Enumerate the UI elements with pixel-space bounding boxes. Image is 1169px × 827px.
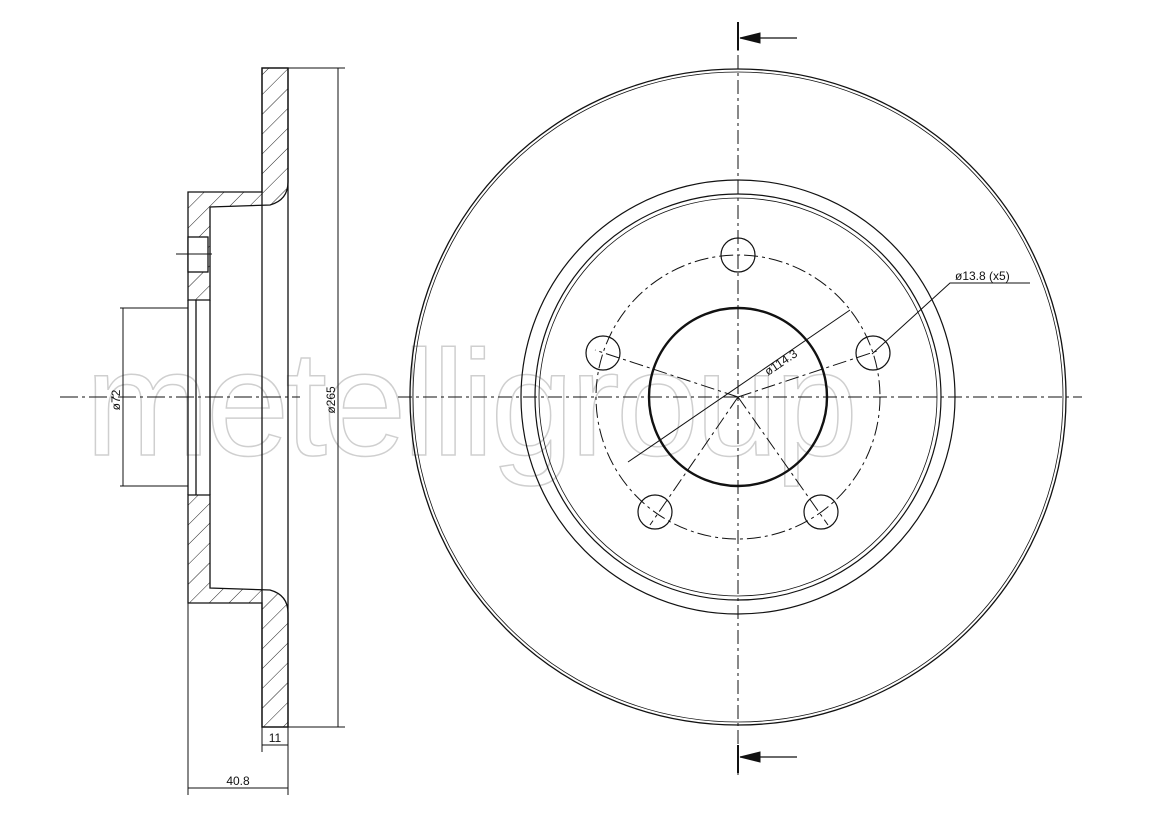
outer-diameter-label: ø265 [324,386,338,414]
dimension-lines [120,67,345,795]
disc-section-bottom [187,494,289,728]
bolt-holes [585,237,891,530]
side-section-view [60,67,300,728]
thickness-label: 11 [269,731,282,745]
hub-bore-label: ø72 [109,389,123,410]
watermark-logo: metelligroup [85,319,854,487]
bolt-holes-label: ø13.8 (x5) [955,269,1010,283]
front-view [398,22,1082,775]
total-height-label: 40.8 [226,774,250,788]
